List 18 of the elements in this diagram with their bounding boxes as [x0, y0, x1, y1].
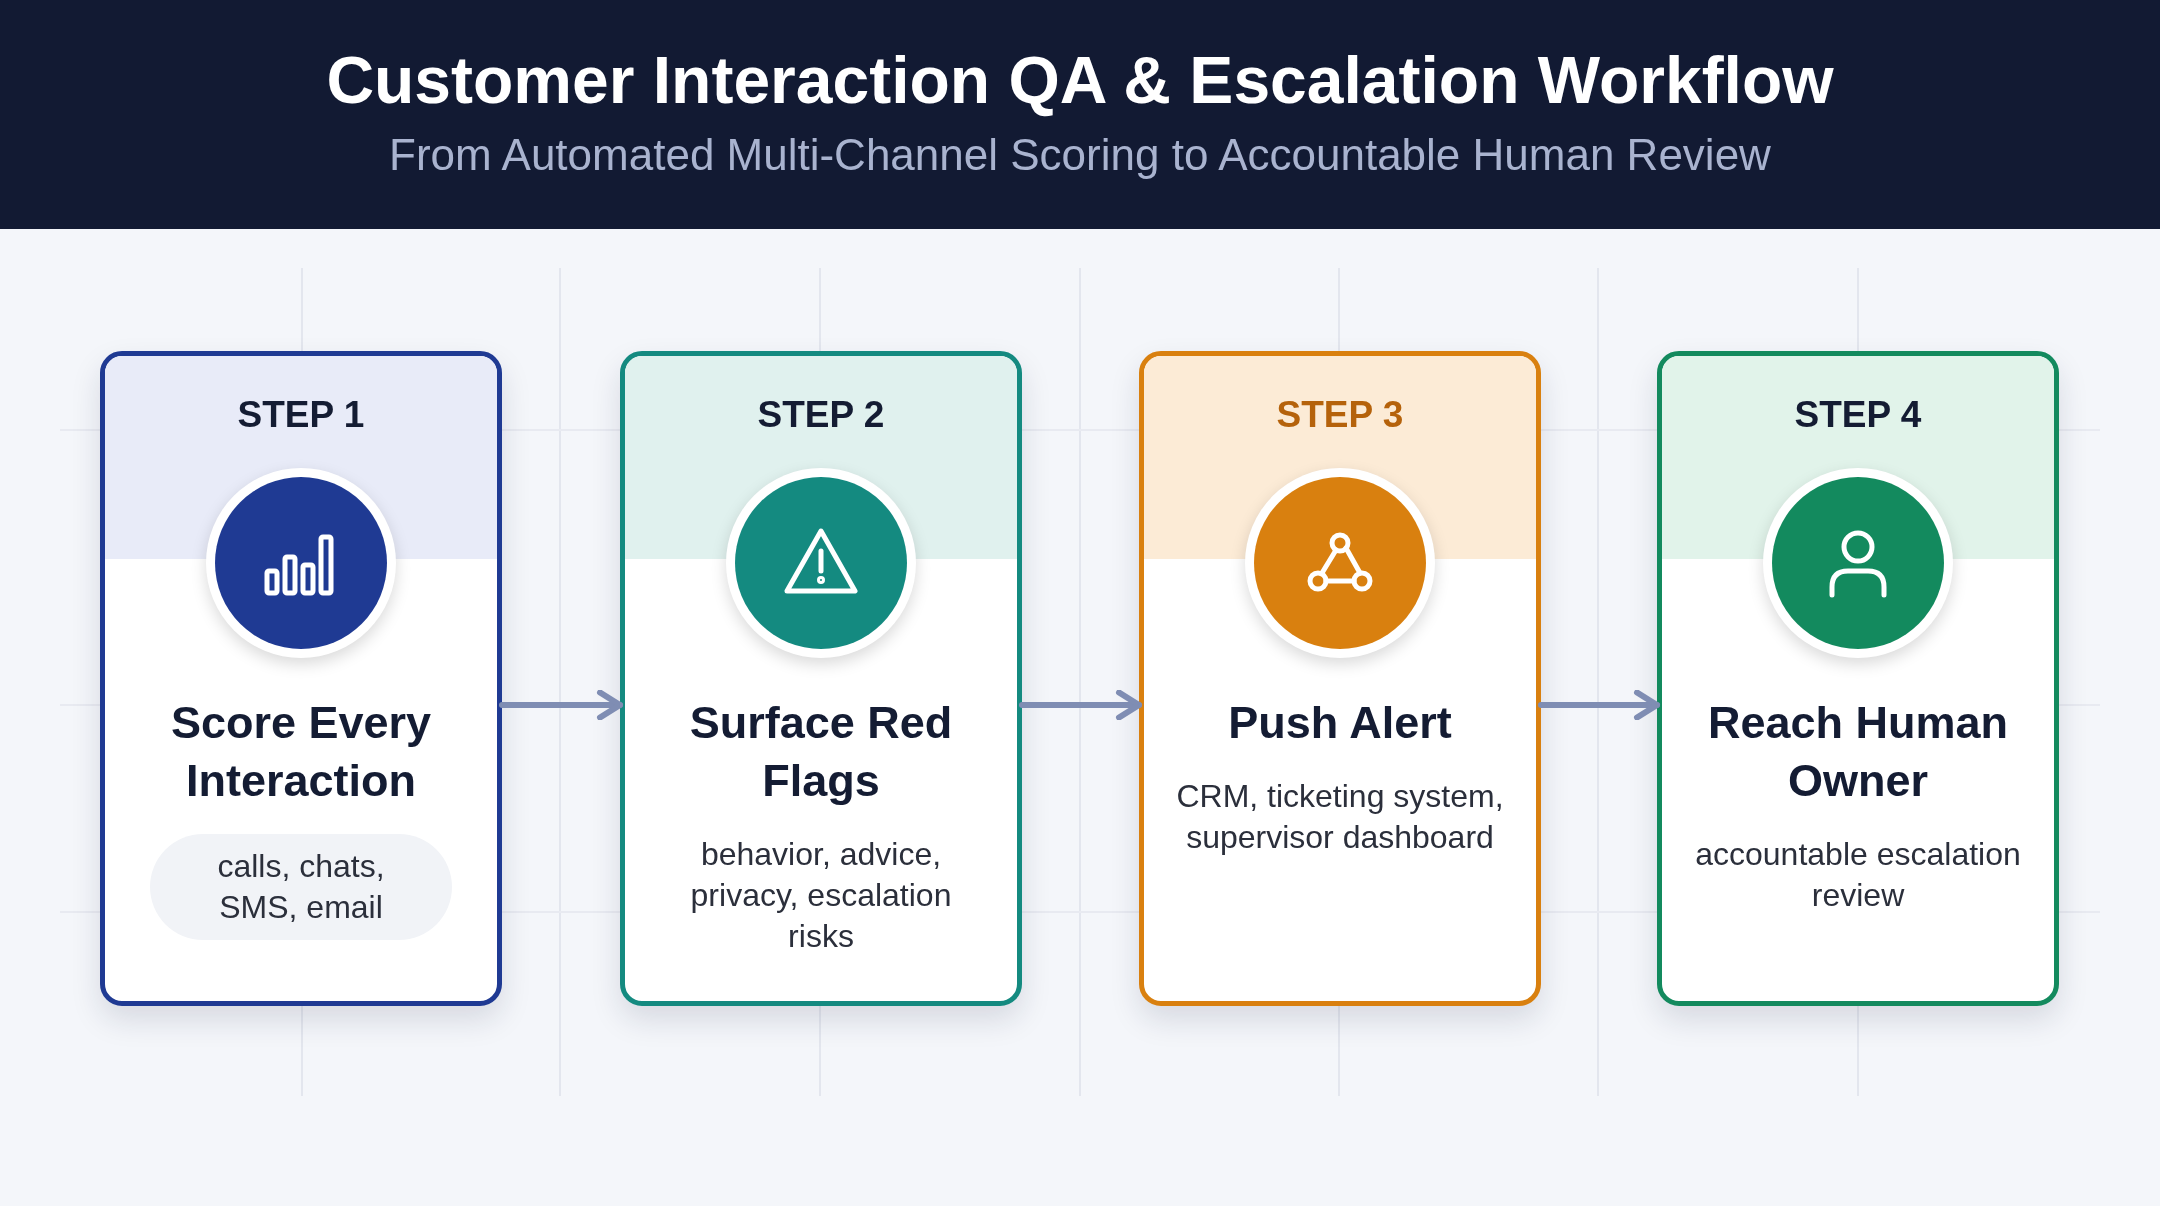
- step-label: STEP 3: [1275, 394, 1405, 436]
- step-label: STEP 4: [1793, 394, 1923, 436]
- step-label: STEP 2: [756, 394, 886, 436]
- step-description: CRM, ticketing system, supervisor dashboard: [1175, 777, 1505, 857]
- step-card: [1657, 351, 2059, 1006]
- step-label: STEP 1: [236, 394, 366, 436]
- step-title: Surface Red Flags: [688, 696, 954, 808]
- step-card: [620, 351, 1022, 1006]
- step-description: behavior, advice, privacy, escalation risks: [689, 835, 953, 956]
- title: Customer Interaction QA & Escalation Workflow: [325, 42, 1835, 118]
- channel-list: calls, chats, SMS, email: [186, 846, 416, 928]
- step-title: Push Alert: [1227, 696, 1453, 750]
- step-card: [1139, 351, 1541, 1006]
- step-card: [100, 351, 502, 1006]
- step-description: accountable escalation review: [1694, 835, 2022, 915]
- subtitle: From Automated Multi-Channel Scoring to Accountable Human Review: [388, 130, 1772, 180]
- step-title: Reach Human Owner: [1706, 696, 2010, 808]
- step-title: Score Every Interaction: [169, 696, 433, 808]
